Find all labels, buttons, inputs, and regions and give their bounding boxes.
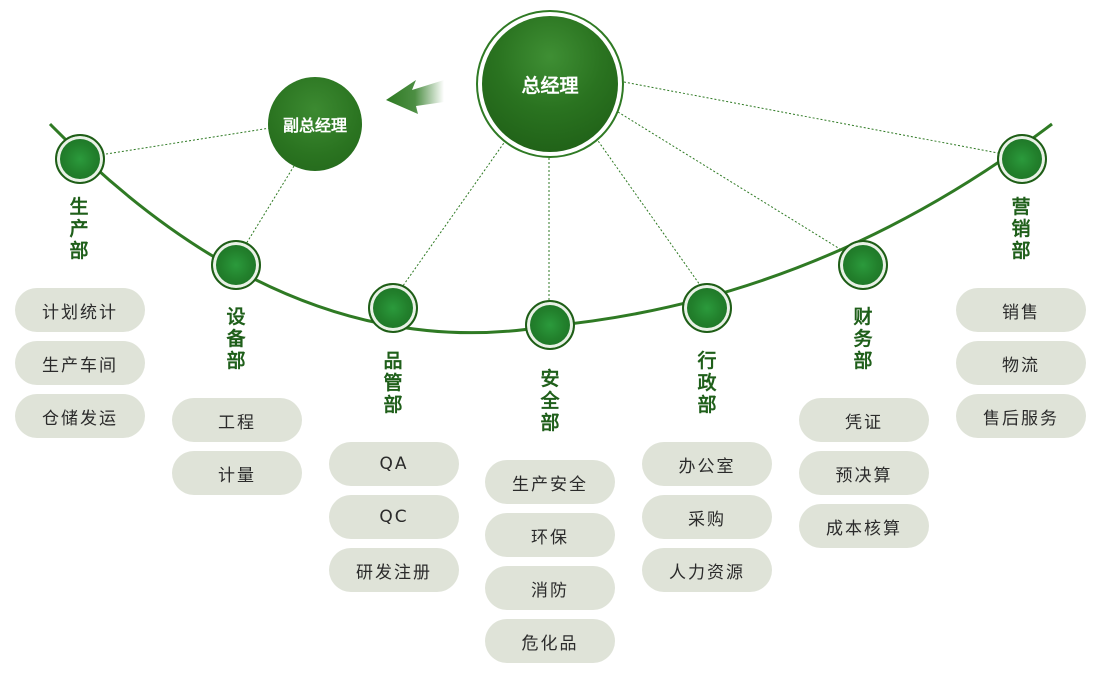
pill-sales-3: 售后服务 <box>956 394 1086 438</box>
connector-dgm-equipment <box>245 165 295 245</box>
dept-label-sales: 营 销 部 <box>1011 196 1031 262</box>
pill-finance-2: 预决算 <box>799 451 929 495</box>
pill-production-2: 生产车间 <box>15 341 145 385</box>
pill-production-3: 仓储发运 <box>15 394 145 438</box>
node-equipment <box>211 240 261 290</box>
pill-admin-3: 人力资源 <box>642 548 772 592</box>
pill-safety-1: 生产安全 <box>485 460 615 504</box>
pill-safety-3: 消防 <box>485 566 615 610</box>
node-admin <box>682 283 732 333</box>
connector-gm-finance <box>617 111 849 255</box>
node-production <box>55 134 105 184</box>
pill-quality-3: 研发注册 <box>329 548 459 592</box>
node-finance <box>838 240 888 290</box>
connector-gm-admin <box>595 137 701 286</box>
arrow-left-icon <box>386 80 444 114</box>
pill-admin-2: 采购 <box>642 495 772 539</box>
connector-dgm-production <box>99 127 271 156</box>
pill-sales-1: 销售 <box>956 288 1086 332</box>
pill-safety-2: 环保 <box>485 513 615 557</box>
deputy-general-manager-node: 副总经理 <box>268 77 362 171</box>
dept-label-quality: 品 管 部 <box>383 350 403 416</box>
general-manager-node: 总经理 <box>476 10 624 158</box>
pill-sales-2: 物流 <box>956 341 1086 385</box>
pill-equipment-1: 工程 <box>172 398 302 442</box>
connector-gm-quality <box>399 139 507 291</box>
node-safety <box>525 300 575 350</box>
pill-quality-2: QC <box>329 495 459 539</box>
pill-production-1: 计划统计 <box>15 288 145 332</box>
dept-label-finance: 财 务 部 <box>853 306 873 372</box>
connector-gm-sales <box>623 81 999 154</box>
dept-label-production: 生 产 部 <box>69 196 89 262</box>
pill-equipment-2: 计量 <box>172 451 302 495</box>
pill-safety-4: 危化品 <box>485 619 615 663</box>
dept-label-safety: 安 全 部 <box>540 368 560 434</box>
pill-admin-1: 办公室 <box>642 442 772 486</box>
node-quality <box>368 283 418 333</box>
pill-finance-1: 凭证 <box>799 398 929 442</box>
dept-label-equipment: 设 备 部 <box>226 306 246 372</box>
node-sales <box>997 134 1047 184</box>
pill-quality-1: QA <box>329 442 459 486</box>
general-manager-label: 总经理 <box>482 16 618 152</box>
pill-finance-3: 成本核算 <box>799 504 929 548</box>
dept-label-admin: 行 政 部 <box>697 350 717 416</box>
